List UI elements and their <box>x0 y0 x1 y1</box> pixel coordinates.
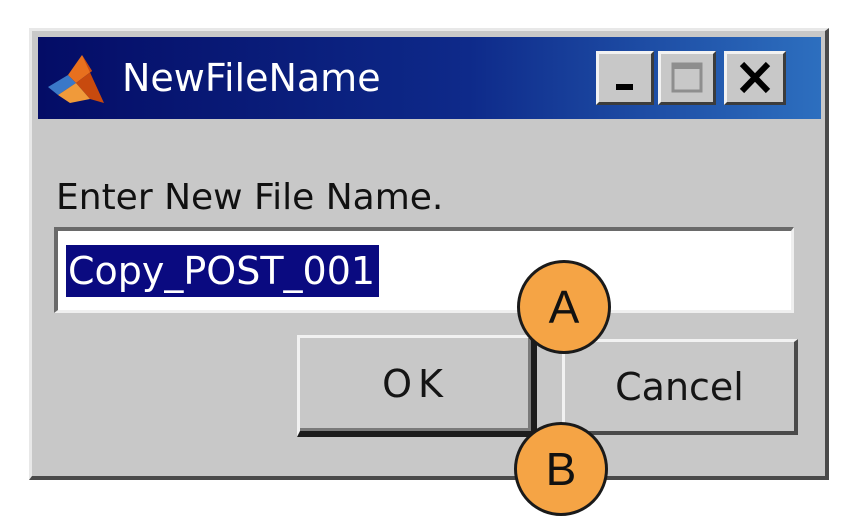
close-button[interactable] <box>724 51 786 105</box>
callout-b-marker: B <box>514 422 608 516</box>
minimize-icon <box>616 84 633 90</box>
cancel-button[interactable]: Cancel <box>562 339 798 435</box>
minimize-button[interactable] <box>596 51 654 105</box>
window-title: NewFileName <box>122 56 381 100</box>
filename-input-value: Copy_POST_001 <box>66 245 380 297</box>
title-bar[interactable]: NewFileName <box>38 37 821 119</box>
maximize-icon <box>671 62 703 93</box>
close-icon <box>739 61 771 94</box>
callout-a-marker: A <box>517 260 611 354</box>
ok-button[interactable]: OK <box>297 335 537 437</box>
new-file-name-dialog: NewFileName Enter New File Name. Copy_PO… <box>29 28 829 516</box>
prompt-label: Enter New File Name. <box>56 177 444 218</box>
filename-input[interactable]: Copy_POST_001 <box>54 227 794 313</box>
matlab-logo-icon <box>48 55 104 103</box>
maximize-button[interactable] <box>658 51 716 105</box>
